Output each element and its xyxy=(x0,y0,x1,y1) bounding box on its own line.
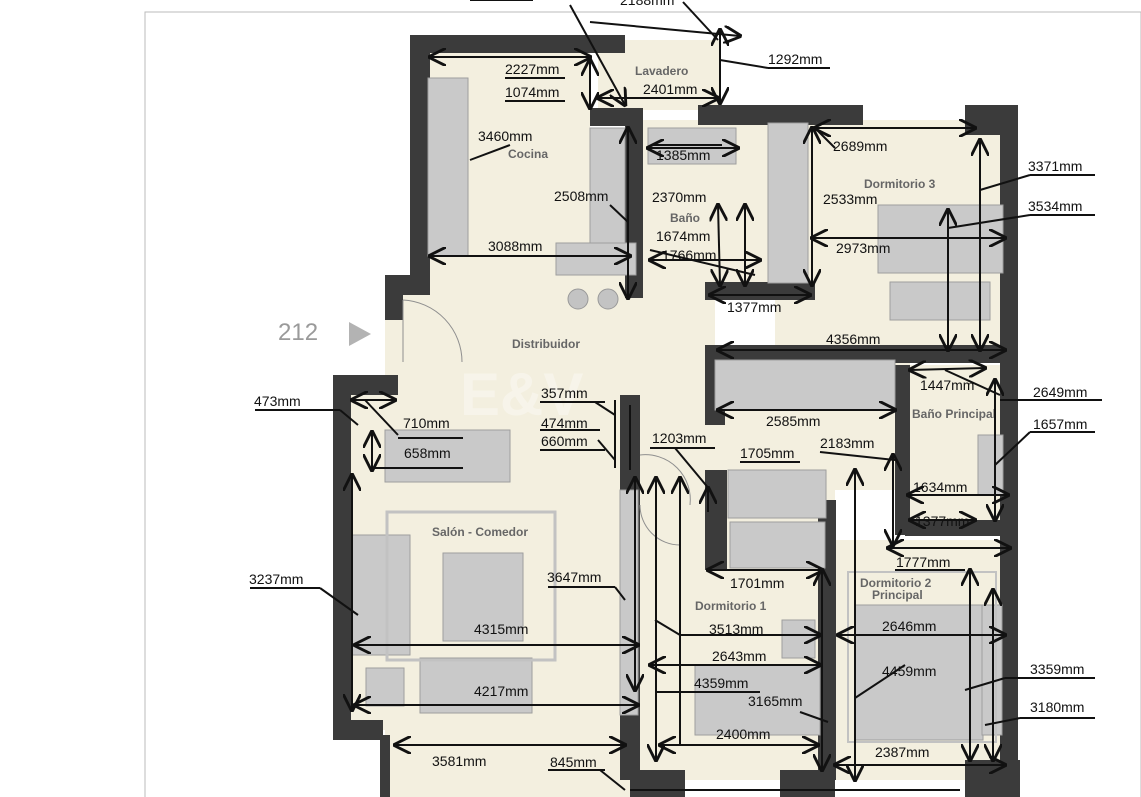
dim-3647: 3647mm xyxy=(547,569,601,585)
dim-1777: 1777mm xyxy=(896,554,950,570)
room-dormitorio-2-line1: Dormitorio 2 xyxy=(860,576,932,590)
unit-number: 212 xyxy=(278,319,318,346)
dim-2183: 2183mm xyxy=(820,435,874,451)
dim-1074: 1074mm xyxy=(505,84,559,100)
dim-2227: 2227mm xyxy=(505,61,559,77)
dim-3534: 3534mm xyxy=(1028,198,1082,214)
dim-3237: 3237mm xyxy=(249,571,303,587)
dim-2508: 2508mm xyxy=(554,188,608,204)
dim-4459: 4459mm xyxy=(882,663,936,679)
dim-1292: 1292mm xyxy=(768,51,822,67)
room-labels: Lavadero Cocina Baño Dormitorio 3 Distri… xyxy=(432,64,996,613)
room-dormitorio-3: Dormitorio 3 xyxy=(864,177,936,191)
dim-4356: 4356mm xyxy=(826,331,880,347)
dim-1385: 1385mm xyxy=(656,147,710,163)
dim-3359: 3359mm xyxy=(1030,661,1084,677)
dimension-labels: 2188mm 1292mm 2227mm 1074mm 2401mm 3460m… xyxy=(249,0,1087,770)
unit-arrow-icon xyxy=(349,322,371,346)
dim-1634: 1634mm xyxy=(913,479,967,495)
dim-2400: 2400mm xyxy=(716,726,770,742)
dim-2401: 2401mm xyxy=(643,81,697,97)
dim-3460: 3460mm xyxy=(478,128,532,144)
dim-1377-a: 1377mm xyxy=(727,299,781,315)
dim-2585: 2585mm xyxy=(766,413,820,429)
dim-357: 357mm xyxy=(541,385,588,401)
dim-845: 845mm xyxy=(550,754,597,770)
dim-2643: 2643mm xyxy=(712,648,766,664)
dim-4217: 4217mm xyxy=(474,683,528,699)
room-bano: Baño xyxy=(670,211,700,225)
dim-3513: 3513mm xyxy=(709,621,763,637)
room-cocina: Cocina xyxy=(508,147,548,161)
dim-3088: 3088mm xyxy=(488,238,542,254)
watermark: E&V xyxy=(460,361,583,428)
room-lavadero: Lavadero xyxy=(635,64,688,78)
room-dormitorio-2-line2: Principal xyxy=(872,588,923,602)
stools xyxy=(567,288,619,310)
dim-2973: 2973mm xyxy=(836,240,890,256)
dim-1674: 1674mm xyxy=(656,228,710,244)
dim-2646: 2646mm xyxy=(882,618,936,634)
dim-1377-b: 1377mm xyxy=(915,513,969,529)
dim-473: 473mm xyxy=(254,393,301,409)
page-frame xyxy=(144,11,1141,797)
dim-3180: 3180mm xyxy=(1030,699,1084,715)
dim-2533: 2533mm xyxy=(823,191,877,207)
dim-2689: 2689mm xyxy=(833,138,887,154)
dim-1657: 1657mm xyxy=(1033,416,1087,432)
room-distribuidor: Distribuidor xyxy=(512,337,580,351)
dim-1203: 1203mm xyxy=(652,430,706,446)
dim-658: 658mm xyxy=(404,445,451,461)
dim-2370: 2370mm xyxy=(652,189,706,205)
dim-2649: 2649mm xyxy=(1033,384,1087,400)
room-bano-principal: Baño Principal xyxy=(912,407,996,421)
dim-710: 710mm xyxy=(403,415,450,431)
dim-3581: 3581mm xyxy=(432,753,486,769)
dim-1705: 1705mm xyxy=(740,445,794,461)
dim-3165: 3165mm xyxy=(748,693,802,709)
dim-660: 660mm xyxy=(541,433,588,449)
dim-474: 474mm xyxy=(541,415,588,431)
dim-2387: 2387mm xyxy=(875,744,929,760)
room-salon-comedor: Salón - Comedor xyxy=(432,525,528,539)
dim-2188: 2188mm xyxy=(620,0,674,8)
dimension-lines xyxy=(250,0,1102,791)
dim-3371: 3371mm xyxy=(1028,158,1082,174)
dim-1447: 1447mm xyxy=(920,377,974,393)
dim-4359: 4359mm xyxy=(694,675,748,691)
room-dormitorio-1: Dormitorio 1 xyxy=(695,599,767,613)
dim-4315: 4315mm xyxy=(474,621,528,637)
dim-1766: 1766mm xyxy=(662,247,716,263)
dim-1701: 1701mm xyxy=(730,575,784,591)
